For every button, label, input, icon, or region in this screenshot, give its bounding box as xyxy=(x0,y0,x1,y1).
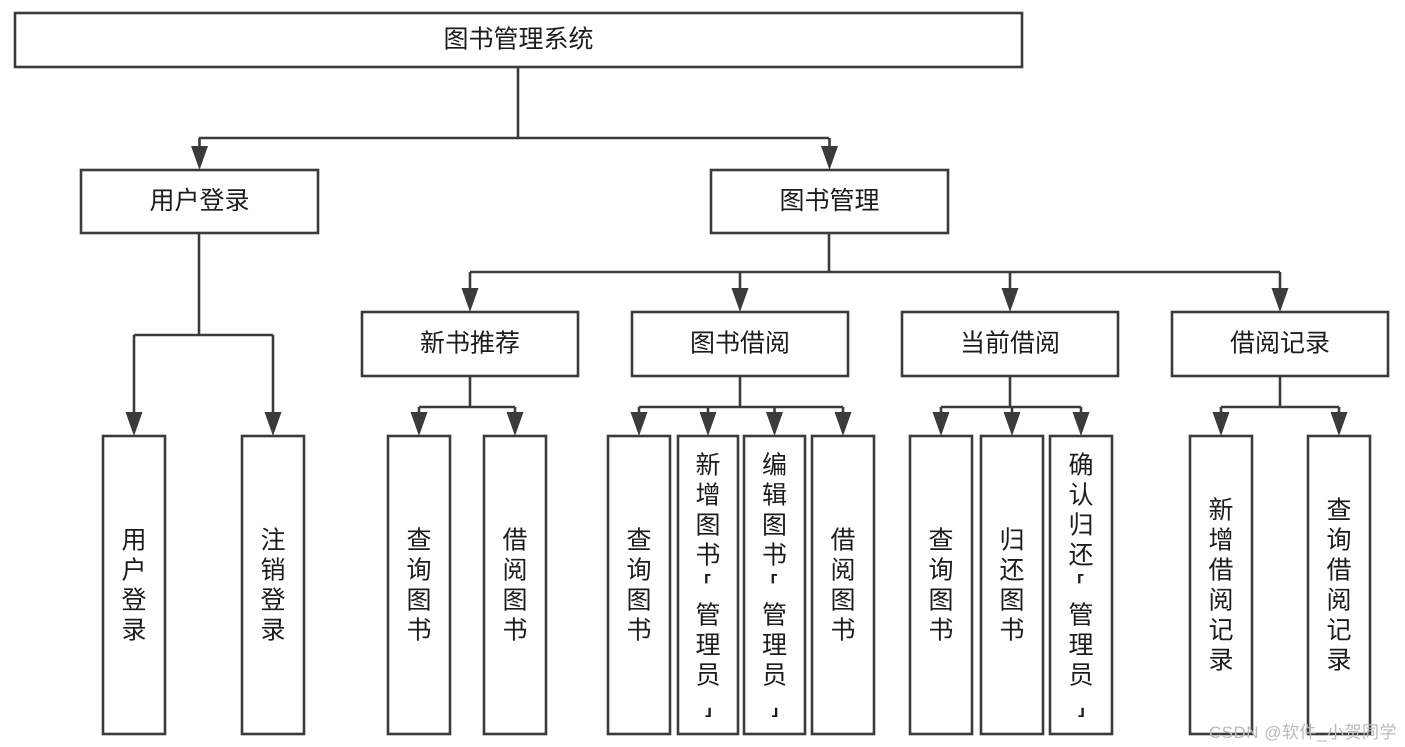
node-leaf-query-book-1[interactable]: 查询图书 xyxy=(386,434,452,736)
edge-borrow-record-to-leaf-add-record xyxy=(1212,407,1230,436)
connector-bus-user-login xyxy=(134,233,273,337)
node-leaf-query-book-2[interactable]: 查询图书 xyxy=(606,434,672,736)
node-label: 新增借阅记录 xyxy=(1208,496,1233,674)
node-leaf-query-record[interactable]: 查询借阅记录 xyxy=(1306,434,1372,736)
node-leaf-add-record[interactable]: 新增借阅记录 xyxy=(1188,434,1254,736)
node-layer: 图书管理系统用户登录图书管理新书推荐图书借阅当前借阅借阅记录用户登录注销登录查询… xyxy=(13,11,1390,736)
node-new-book-rec[interactable]: 新书推荐 xyxy=(360,310,580,378)
node-current-borrow[interactable]: 当前借阅 xyxy=(900,310,1120,378)
node-label: 注销登录 xyxy=(260,526,285,644)
connector-bus-book-borrow xyxy=(639,376,843,409)
connector-bus-new-book-rec xyxy=(419,376,515,409)
node-label: 新书推荐 xyxy=(420,330,520,358)
node-label: 查询图书 xyxy=(406,526,431,644)
node-label: 查询图书 xyxy=(626,526,651,644)
connector-bus-current-borrow xyxy=(941,376,1081,409)
edge-book-manage-to-borrow-record xyxy=(1271,272,1289,312)
connector-bus-root xyxy=(199,67,829,140)
node-book-manage[interactable]: 图书管理 xyxy=(709,168,950,235)
edge-borrow-record-to-leaf-query-record xyxy=(1330,407,1348,436)
node-borrow-record[interactable]: 借阅记录 xyxy=(1170,310,1390,378)
edge-new-book-rec-to-leaf-query-book-1 xyxy=(410,407,428,436)
node-label: 编辑图书⸢管理员⸥ xyxy=(762,451,787,719)
edge-root-to-book-manage xyxy=(821,138,838,170)
node-leaf-query-book-3[interactable]: 查询图书 xyxy=(908,434,974,736)
edge-current-borrow-to-leaf-confirm-return xyxy=(1072,407,1090,436)
node-label: 图书管理系统 xyxy=(443,26,593,54)
edge-user-login-to-leaf-logout xyxy=(264,335,282,436)
node-leaf-borrow-book-1[interactable]: 借阅图书 xyxy=(482,434,548,736)
node-leaf-borrow-book-2[interactable]: 借阅图书 xyxy=(810,434,876,736)
edge-new-book-rec-to-leaf-borrow-book-1 xyxy=(506,407,524,436)
edge-book-manage-to-book-borrow xyxy=(731,272,749,312)
node-label: 归还图书 xyxy=(999,526,1024,644)
node-label: 当前借阅 xyxy=(960,330,1060,358)
edge-book-borrow-to-leaf-add-book xyxy=(699,407,717,436)
node-leaf-edit-book[interactable]: 编辑图书⸢管理员⸥ xyxy=(742,434,807,736)
node-label: 图书管理 xyxy=(779,187,879,215)
node-label: 图书借阅 xyxy=(690,330,790,358)
edge-user-login-to-leaf-user-login xyxy=(125,335,143,436)
edge-book-manage-to-new-book-rec xyxy=(461,272,479,312)
node-label: 查询图书 xyxy=(928,526,953,644)
connector-layer xyxy=(125,67,1348,436)
node-leaf-add-book[interactable]: 新增图书⸢管理员⸥ xyxy=(676,434,740,736)
edge-book-borrow-to-leaf-query-book-2 xyxy=(630,407,648,436)
edge-current-borrow-to-leaf-query-book-3 xyxy=(932,407,950,436)
connector-bus-borrow-record xyxy=(1221,376,1339,409)
node-user-login[interactable]: 用户登录 xyxy=(79,168,320,235)
edge-root-to-user-login xyxy=(191,138,208,170)
edge-book-manage-to-current-borrow xyxy=(1001,272,1019,312)
edge-current-borrow-to-leaf-return-book xyxy=(1003,407,1021,436)
node-leaf-logout[interactable]: 注销登录 xyxy=(240,434,306,736)
node-leaf-return-book[interactable]: 归还图书 xyxy=(979,434,1045,736)
node-label: 确认归还⸢管理员⸥ xyxy=(1068,451,1093,719)
connector-bus-book-manage xyxy=(470,233,1280,274)
node-label: 新增图书⸢管理员⸥ xyxy=(695,451,720,719)
edge-book-borrow-to-leaf-borrow-book-2 xyxy=(834,407,852,436)
node-label: 用户登录 xyxy=(121,526,146,644)
edge-book-borrow-to-leaf-edit-book xyxy=(766,407,783,436)
node-root[interactable]: 图书管理系统 xyxy=(13,11,1024,69)
node-label: 借阅记录 xyxy=(1230,330,1330,358)
node-label: 查询借阅记录 xyxy=(1326,496,1351,674)
node-leaf-user-login[interactable]: 用户登录 xyxy=(101,434,167,736)
node-leaf-confirm-return[interactable]: 确认归还⸢管理员⸥ xyxy=(1048,434,1114,736)
node-label: 借阅图书 xyxy=(502,526,527,644)
node-book-borrow[interactable]: 图书借阅 xyxy=(630,310,850,378)
node-label: 用户登录 xyxy=(149,187,249,215)
node-label: 借阅图书 xyxy=(830,526,855,644)
